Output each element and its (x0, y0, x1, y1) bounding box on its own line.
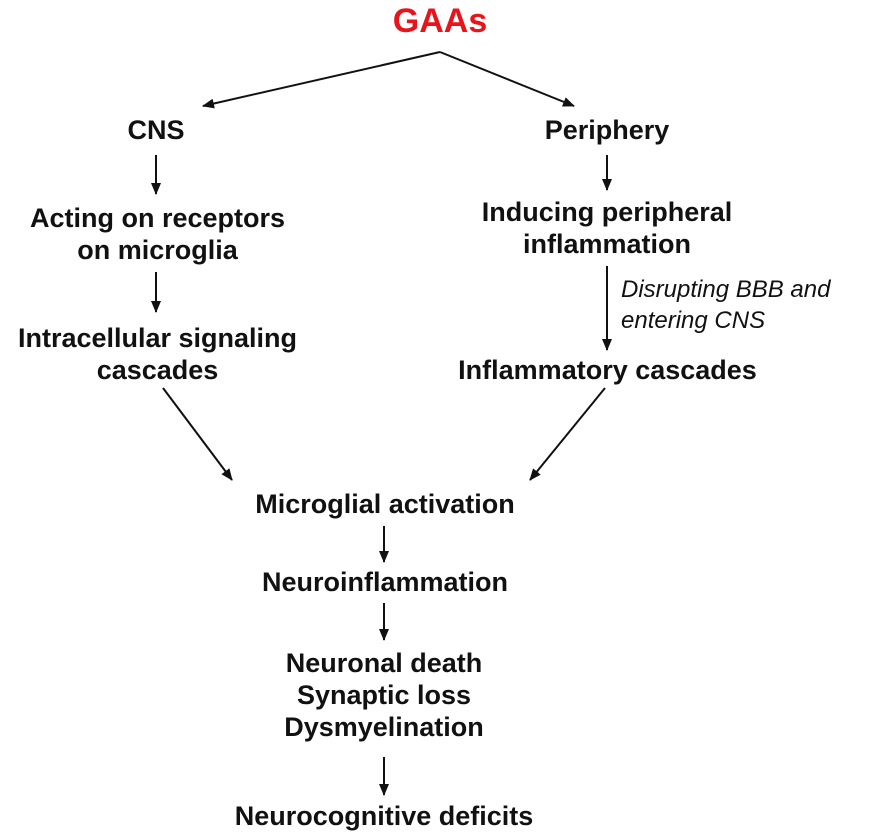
annotation-disrupting-bbb-line-2: entering CNS (621, 307, 766, 334)
node-cns: CNS (127, 115, 185, 145)
node-neural-damage-line-3: Dysmyelination (284, 712, 484, 742)
node-microglial-activation: Microglial activation (255, 489, 515, 519)
annotation-disrupting-bbb: Disrupting BBB and entering CNS (621, 274, 830, 336)
node-neural-damage-line-2: Synaptic loss (296, 680, 472, 710)
node-neural-damage: Neuronal death Synaptic loss Dysmyelinat… (234, 647, 534, 743)
node-acting-on-receptors: Acting on receptors on microglia (0, 202, 315, 266)
annotation-disrupting-bbb-line-1: Disrupting BBB and (621, 276, 831, 303)
diagram-title-gaas: GAAs (392, 2, 488, 40)
node-inflammatory-cascades: Inflammatory cascades (458, 355, 757, 385)
node-intracellular-signaling-line-2: cascades (96, 355, 219, 385)
node-inducing-peripheral-inflammation-line-2: inflammation (522, 229, 691, 259)
arrow-cascades-to-activation (529, 387, 606, 481)
node-periphery: Periphery (544, 115, 670, 145)
node-inducing-peripheral-inflammation: Inducing peripheral inflammation (452, 196, 762, 260)
node-intracellular-signaling-line-1: Intracellular signaling (17, 323, 298, 353)
node-acting-on-receptors-line-1: Acting on receptors (29, 203, 286, 233)
node-acting-on-receptors-line-2: on microglia (77, 235, 238, 265)
node-neural-damage-line-1: Neuronal death (285, 648, 483, 678)
node-neurocognitive-deficits: Neurocognitive deficits (234, 801, 534, 831)
node-neuroinflammation: Neuroinflammation (261, 567, 509, 597)
arrow-signaling-to-activation (162, 387, 233, 481)
node-intracellular-signaling: Intracellular signaling cascades (0, 322, 315, 386)
node-inducing-peripheral-inflammation-line-1: Inducing peripheral (481, 197, 733, 227)
arrow-gaas-to-cns (202, 51, 441, 109)
arrow-gaas-to-periphery (439, 51, 575, 107)
